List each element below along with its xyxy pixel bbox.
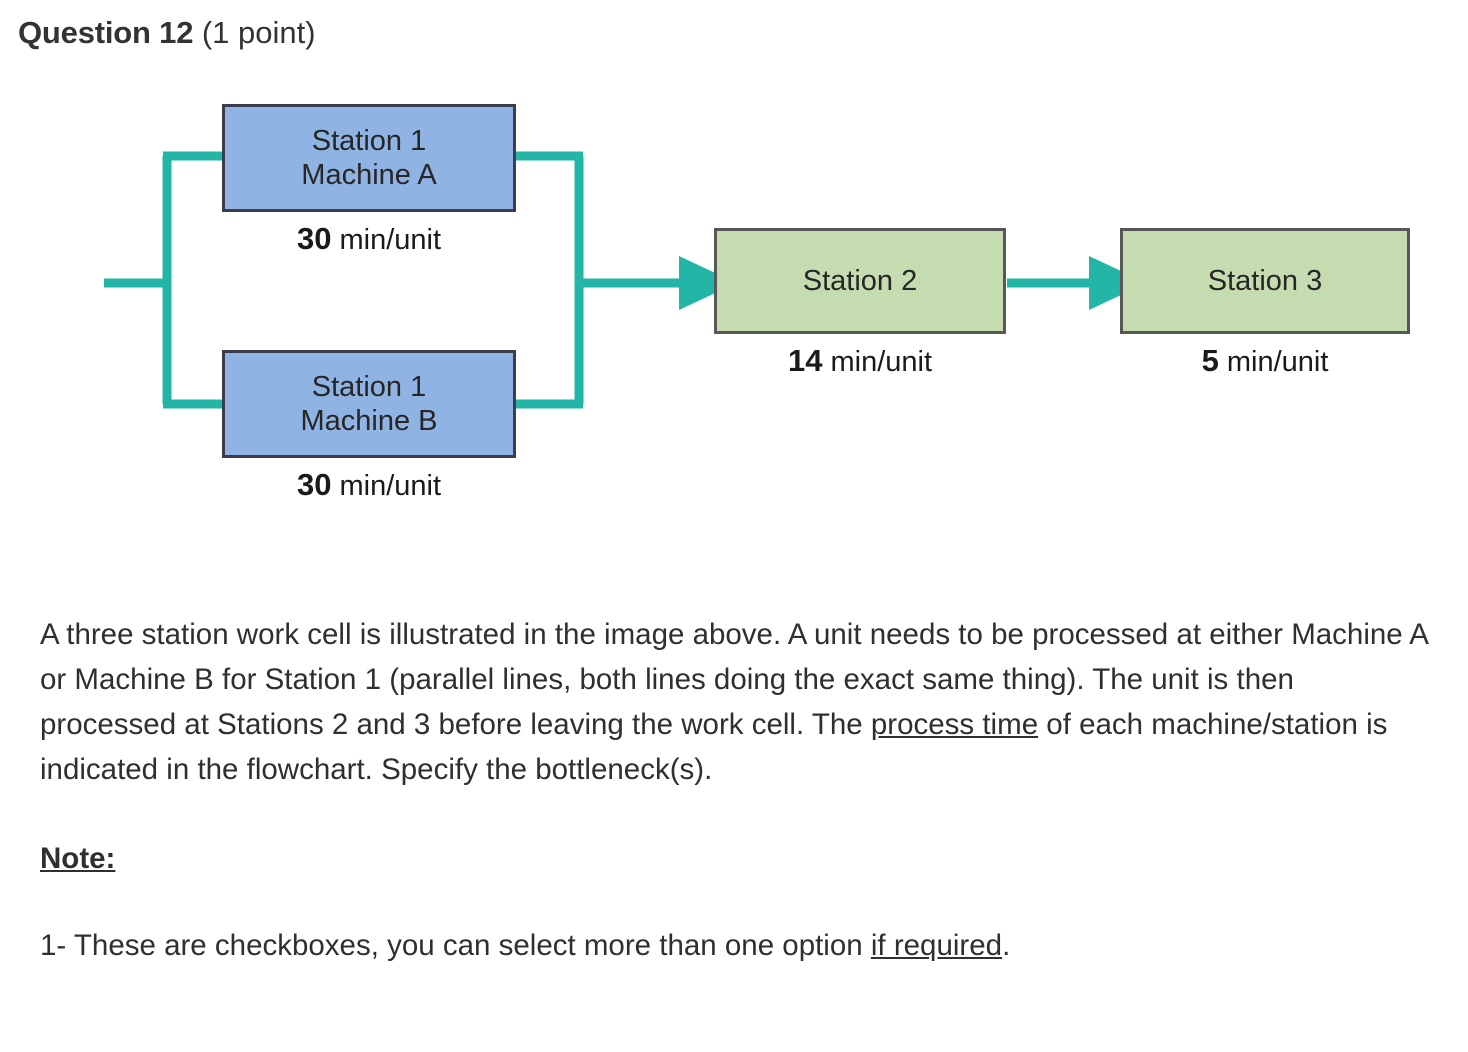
node-station1-machine-b[interactable]: Station 1 Machine B bbox=[222, 350, 516, 458]
time-unit: min/unit bbox=[339, 224, 442, 256]
note-underlined-term: if required bbox=[870, 929, 1003, 962]
note-segment-2: . bbox=[1002, 929, 1011, 962]
time-unit: min/unit bbox=[830, 346, 933, 378]
node-station1-machine-a[interactable]: Station 1 Machine A bbox=[222, 104, 516, 212]
time-unit: min/unit bbox=[339, 470, 442, 502]
note-segment-1: 1- These are checkboxes, you can select … bbox=[40, 929, 871, 962]
time-label-machine-a: 30 min/unit bbox=[222, 222, 516, 257]
work-cell-flowchart: Station 1 Machine A 30 min/unit Station … bbox=[0, 76, 1468, 546]
time-value: 5 bbox=[1201, 343, 1219, 378]
question-description: A three station work cell is illustrated… bbox=[40, 612, 1438, 792]
node-label-line1: Station 3 bbox=[1207, 265, 1323, 297]
description-underlined-term: process time bbox=[870, 708, 1039, 741]
node-label-line1: Station 1 bbox=[311, 371, 427, 403]
node-label-line2: Machine A bbox=[301, 159, 437, 191]
node-label-line1: Station 2 bbox=[802, 265, 918, 297]
time-label-station2: 14 min/unit bbox=[714, 344, 1006, 379]
node-station3[interactable]: Station 3 bbox=[1120, 228, 1410, 334]
time-value: 14 bbox=[787, 343, 823, 378]
question-body: A three station work cell is illustrated… bbox=[40, 612, 1440, 968]
flowchart-connectors bbox=[104, 151, 1147, 409]
description-segment-1: A three station work cell is illustrated… bbox=[40, 618, 1428, 741]
note-heading-wrapper: Note: bbox=[40, 792, 1440, 881]
question-points: (1 point) bbox=[201, 15, 316, 50]
time-unit: min/unit bbox=[1226, 346, 1329, 378]
time-value: 30 bbox=[296, 467, 332, 502]
description-segment-2: of each machine/station is indicated in … bbox=[40, 708, 1388, 786]
question-title: Question 12 bbox=[18, 15, 194, 50]
time-label-machine-b: 30 min/unit bbox=[222, 468, 516, 503]
note-item-1: 1- These are checkboxes, you can select … bbox=[40, 923, 1440, 968]
node-label-line2: Machine B bbox=[300, 405, 438, 437]
time-value: 30 bbox=[296, 221, 332, 256]
node-label-line1: Station 1 bbox=[311, 125, 427, 157]
note-heading: Note: bbox=[40, 842, 116, 875]
node-station2[interactable]: Station 2 bbox=[714, 228, 1006, 334]
question-header: Question 12 (1 point) bbox=[18, 14, 316, 52]
time-label-station3: 5 min/unit bbox=[1120, 344, 1410, 379]
